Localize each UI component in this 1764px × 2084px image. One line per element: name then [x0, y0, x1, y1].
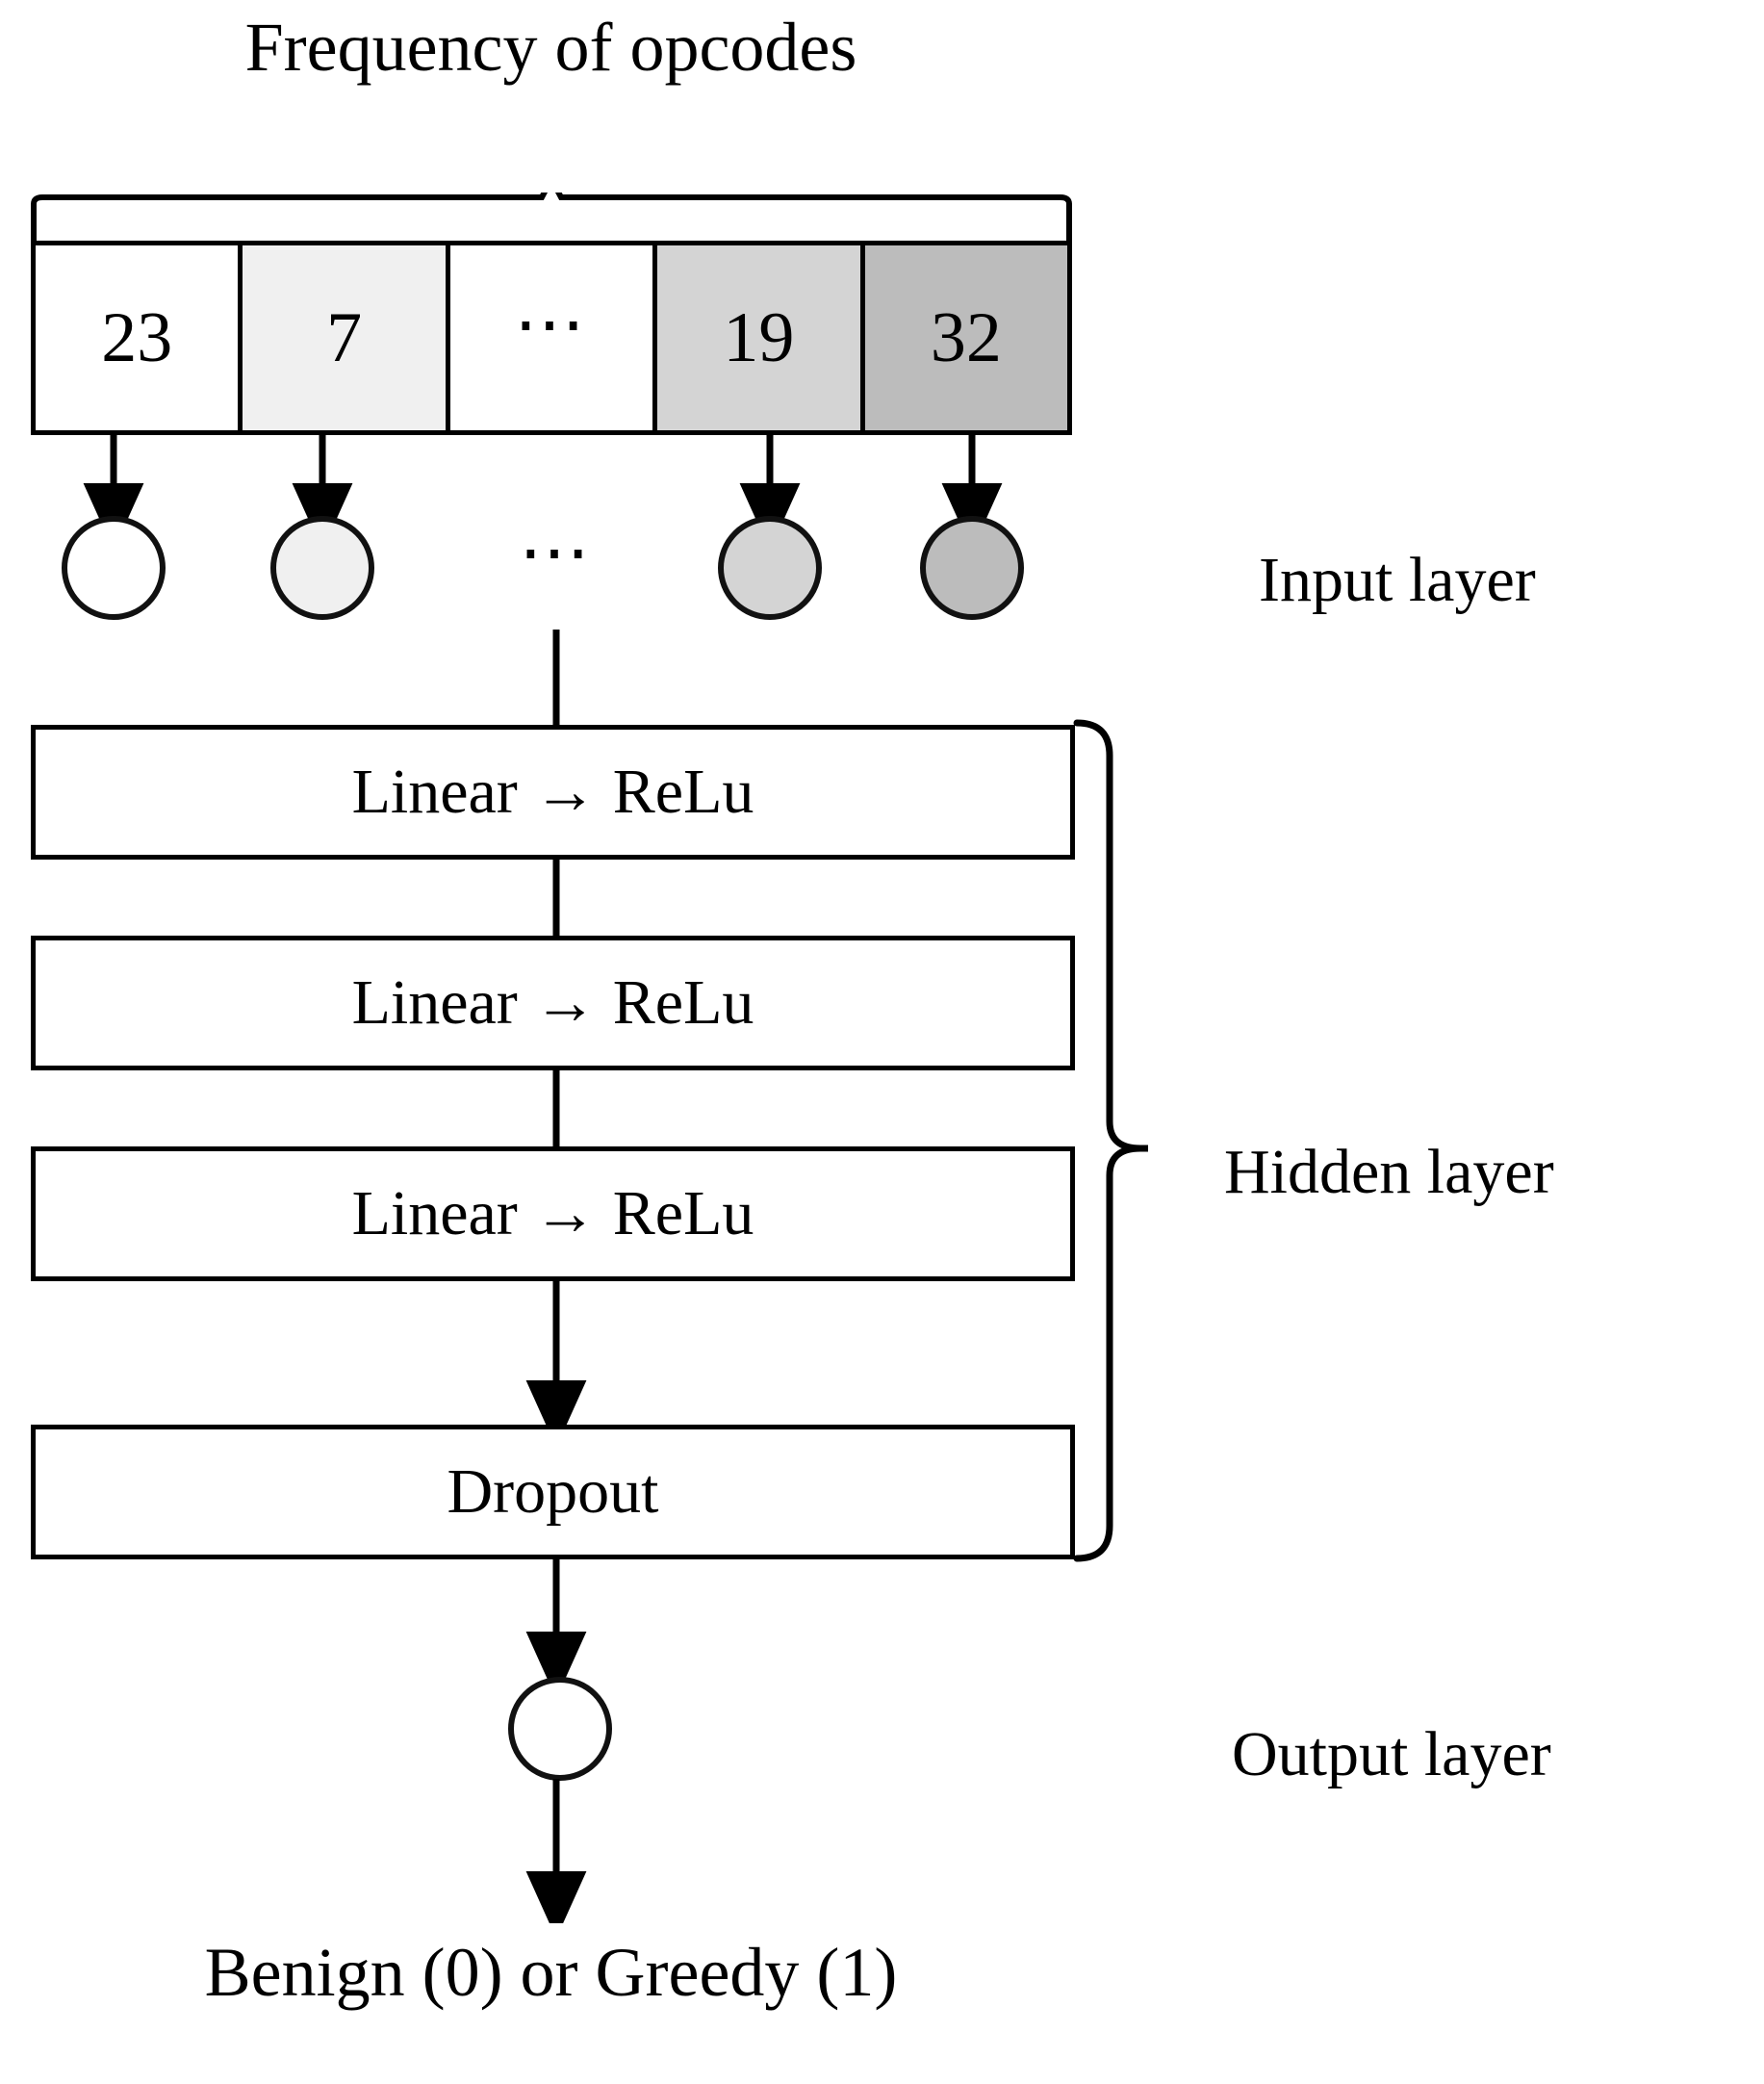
hidden-layer-brace	[1071, 717, 1154, 1564]
output-layer-caption: Output layer	[1232, 1719, 1551, 1789]
opcode-cell-ellipsis: ⋯	[449, 245, 658, 430]
opcode-frequency-table: 23 7 ⋯ 19 32	[31, 241, 1072, 435]
output-neuron	[508, 1677, 612, 1781]
input-neuron-ellipsis-icon: ⋯	[519, 514, 594, 593]
input-neuron-row: ⋯	[0, 516, 1102, 631]
input-neuron-2	[718, 516, 822, 620]
hidden-connector-2	[510, 1068, 606, 1150]
output-to-label-arrow	[510, 1779, 606, 1939]
input-layer-caption: Input layer	[1259, 545, 1536, 615]
hidden-box-label: Linear → ReLu	[351, 1178, 754, 1248]
classification-output-label: Benign (0) or Greedy (1)	[204, 1934, 898, 2011]
opcode-cell-value: 7	[326, 298, 363, 377]
hidden-box-label: Linear → ReLu	[351, 757, 754, 827]
diagram-title: Frequency of opcodes	[244, 9, 857, 86]
opcode-cell-0: 23	[36, 245, 243, 430]
ellipsis-icon: ⋯	[514, 286, 590, 365]
hidden-layer-caption: Hidden layer	[1224, 1137, 1554, 1207]
opcode-cell-value: 32	[930, 298, 1002, 377]
opcode-vector-brace	[31, 172, 1072, 246]
input-neuron-1	[270, 516, 374, 620]
opcode-cell-value: 23	[101, 298, 173, 377]
hidden-box-dropout: Dropout	[31, 1425, 1075, 1559]
input-neuron-0	[62, 516, 166, 620]
table-to-neuron-arrows	[0, 431, 1102, 551]
relu-to-dropout-arrow	[510, 1276, 606, 1448]
hidden-box-label: Linear → ReLu	[351, 967, 754, 1038]
hidden-box-linear-relu-2: Linear → ReLu	[31, 936, 1075, 1070]
opcode-cell-1: 7	[243, 245, 450, 430]
dropout-to-output-arrow	[510, 1555, 606, 1699]
hidden-box-label: Dropout	[447, 1456, 659, 1527]
input-neuron-3	[920, 516, 1024, 620]
hidden-connector-1	[510, 857, 606, 939]
opcode-cell-4: 32	[864, 245, 1068, 430]
opcode-cell-3: 19	[657, 245, 865, 430]
hidden-box-linear-relu-1: Linear → ReLu	[31, 725, 1075, 860]
hidden-box-linear-relu-3: Linear → ReLu	[31, 1146, 1075, 1281]
input-to-hidden-connector	[510, 630, 606, 732]
opcode-cell-value: 19	[723, 298, 795, 377]
